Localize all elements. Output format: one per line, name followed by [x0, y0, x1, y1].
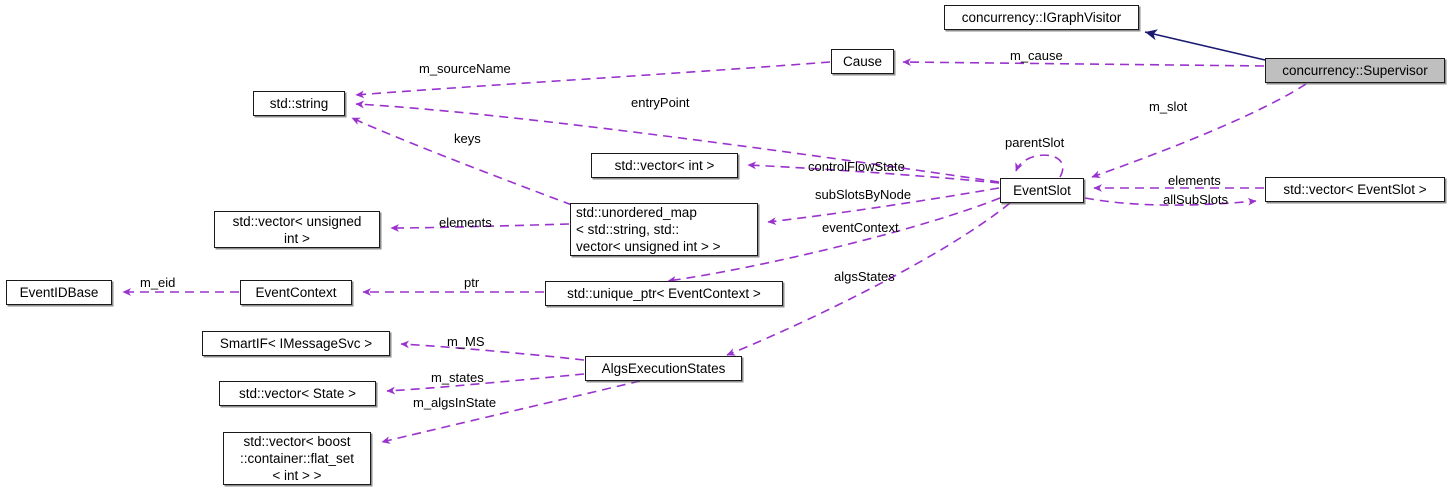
edge-label-ptr: ptr [464, 275, 480, 290]
node-concurrency-igraphvisitor[interactable]: concurrency::IGraphVisitor [944, 5, 1139, 30]
edge-label-elements-eventslot: elements [1168, 173, 1221, 188]
node-label: concurrency::Supervisor [1282, 63, 1428, 78]
edge-eventslot-parentslot-self [1015, 154, 1064, 178]
edge-algsexecutionstates-vectorstate [386, 373, 585, 395]
node-smartif-imessagesvc[interactable]: SmartIF< IMessageSvc > [202, 331, 390, 356]
edge-supervisor-cause [902, 58, 1265, 67]
node-label: std::vector< unsigned int > [232, 213, 362, 246]
node-std-vector-boost-flat-set[interactable]: std::vector< boost ::container::flat_set… [223, 432, 371, 485]
edge-label-subslotsbynode: subSlotsByNode [815, 187, 912, 202]
node-concurrency-supervisor[interactable]: concurrency::Supervisor [1265, 58, 1445, 83]
node-eventslot[interactable]: EventSlot [1000, 178, 1084, 203]
edge-algsexecutionstates-smartif [400, 340, 585, 361]
node-cause[interactable]: Cause [831, 49, 894, 74]
edge-label-m-ms: m_MS [447, 334, 485, 349]
edge-label-controlflowstate: controlFlowState [808, 159, 905, 174]
edge-label-m-algsinstate: m_algsInState [413, 395, 497, 410]
node-label: std::vector< State > [238, 386, 357, 401]
edge-label-eventcontext: eventContext [822, 220, 899, 235]
node-label: std::unordered_map < std::string, std:: … [576, 205, 721, 254]
edge-label-m-states: m_states [431, 370, 484, 385]
edge-label-elements-uint: elements [439, 215, 492, 230]
node-label: concurrency::IGraphVisitor [961, 10, 1122, 25]
node-std-vector-eventslot[interactable]: std::vector< EventSlot > [1265, 177, 1445, 202]
node-label: AlgsExecutionStates [601, 361, 726, 376]
node-std-unique-ptr-eventcontext[interactable]: std::unique_ptr< EventContext > [545, 281, 783, 306]
node-label: EventSlot [1013, 183, 1071, 198]
node-label: EventIDBase [19, 285, 99, 300]
node-label: SmartIF< IMessageSvc > [219, 336, 373, 351]
node-std-vector-state[interactable]: std::vector< State > [219, 381, 376, 406]
node-eventcontext[interactable]: EventContext [240, 280, 352, 305]
edge-label-m-slot: m_slot [1149, 99, 1188, 114]
edge-algsexecutionstates-vectorboost [381, 380, 641, 444]
node-label: std::vector< EventSlot > [1283, 182, 1427, 197]
edge-supervisor-eventslot [1091, 83, 1307, 179]
edge-label-m-sourcename: m_sourceName [419, 61, 511, 76]
edge-label-allsubslots: allSubSlots [1163, 192, 1229, 207]
node-label: std::vector< boost ::container::flat_set… [239, 434, 355, 483]
edge-label-parentslot: parentSlot [1005, 135, 1065, 150]
node-algsexecutionstates[interactable]: AlgsExecutionStates [585, 356, 742, 381]
node-std-string[interactable]: std::string [253, 91, 345, 116]
node-std-vector-int[interactable]: std::vector< int > [591, 153, 738, 178]
edge-label-algsstates: algsStates [834, 269, 895, 284]
edge-label-entrypoint: entryPoint [631, 95, 690, 110]
node-label: EventContext [255, 285, 337, 300]
node-label: std::vector< int > [614, 158, 715, 173]
node-std-vector-unsigned-int[interactable]: std::vector< unsigned int > [214, 211, 380, 248]
edge-supervisor-igraphvisitor [1144, 29, 1266, 61]
node-label: Cause [842, 54, 883, 69]
node-eventidbase[interactable]: EventIDBase [6, 280, 112, 305]
node-std-unordered-map[interactable]: std::unordered_map < std::string, std:: … [570, 203, 758, 256]
node-label: std::unique_ptr< EventContext > [567, 286, 761, 301]
edge-label-m-cause: m_cause [1010, 48, 1063, 63]
node-label: std::string [269, 96, 329, 111]
edge-label-m-eid: m_eid [140, 275, 176, 290]
edge-label-keys: keys [454, 131, 481, 146]
